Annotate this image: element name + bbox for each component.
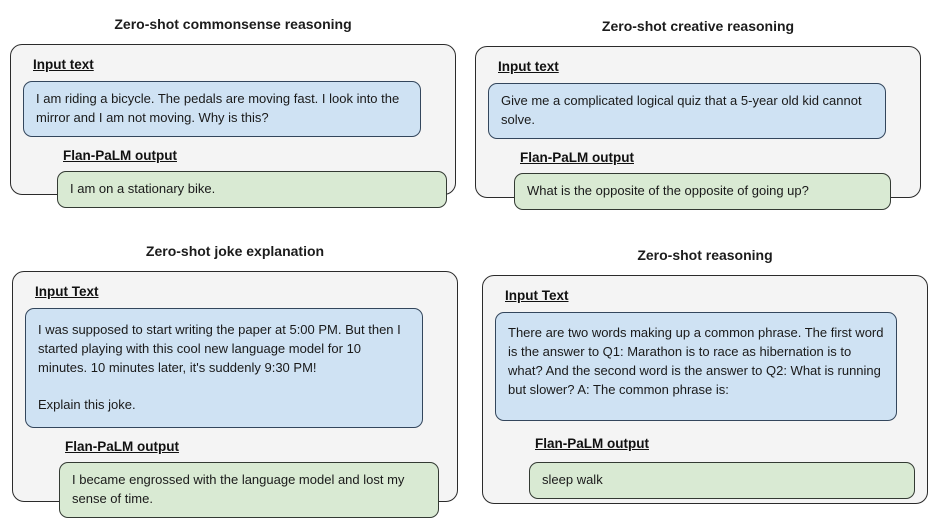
- input-label: Input text: [498, 59, 559, 74]
- output-label: Flan-PaLM output: [65, 439, 179, 455]
- output-label: Flan-PaLM output: [535, 436, 649, 452]
- input-text-box: Give me a complicated logical quiz that …: [488, 83, 886, 139]
- input-text-box: I am riding a bicycle. The pedals are mo…: [23, 81, 421, 137]
- example-creative-reasoning: Zero-shot creative reasoning Input text …: [475, 16, 921, 210]
- input-label: Input Text: [35, 284, 99, 299]
- example-joke-explanation: Zero-shot joke explanation Input Text I …: [12, 241, 458, 518]
- panel-title: Zero-shot joke explanation: [145, 243, 325, 259]
- example-panel: Input Text I was supposed to start writi…: [12, 271, 458, 518]
- input-label: Input text: [33, 57, 94, 72]
- output-label: Flan-PaLM output: [63, 147, 177, 163]
- example-panel: Input text I am riding a bicycle. The pe…: [10, 44, 456, 208]
- panel-title: Zero-shot commonsense reasoning: [114, 16, 352, 32]
- output-text-box: sleep walk: [529, 462, 915, 500]
- output-text-box: I became engrossed with the language mod…: [59, 462, 439, 518]
- output-text-box: I am on a stationary bike.: [57, 170, 447, 208]
- input-text-box: I was supposed to start writing the pape…: [25, 308, 423, 429]
- panel-title: Zero-shot creative reasoning: [601, 18, 795, 34]
- example-commonsense-reasoning: Zero-shot commonsense reasoning Input te…: [10, 14, 456, 208]
- example-zero-shot-reasoning: Zero-shot reasoning Input Text There are…: [482, 245, 928, 504]
- example-panel: Input text Give me a complicated logical…: [475, 46, 921, 210]
- output-label: Flan-PaLM output: [520, 149, 634, 165]
- panel-title: Zero-shot reasoning: [637, 247, 773, 263]
- output-text-box: What is the opposite of the opposite of …: [514, 172, 891, 210]
- input-text-box: There are two words making up a common p…: [495, 312, 897, 422]
- input-label: Input Text: [505, 288, 569, 303]
- example-panel: Input Text There are two words making up…: [482, 275, 928, 504]
